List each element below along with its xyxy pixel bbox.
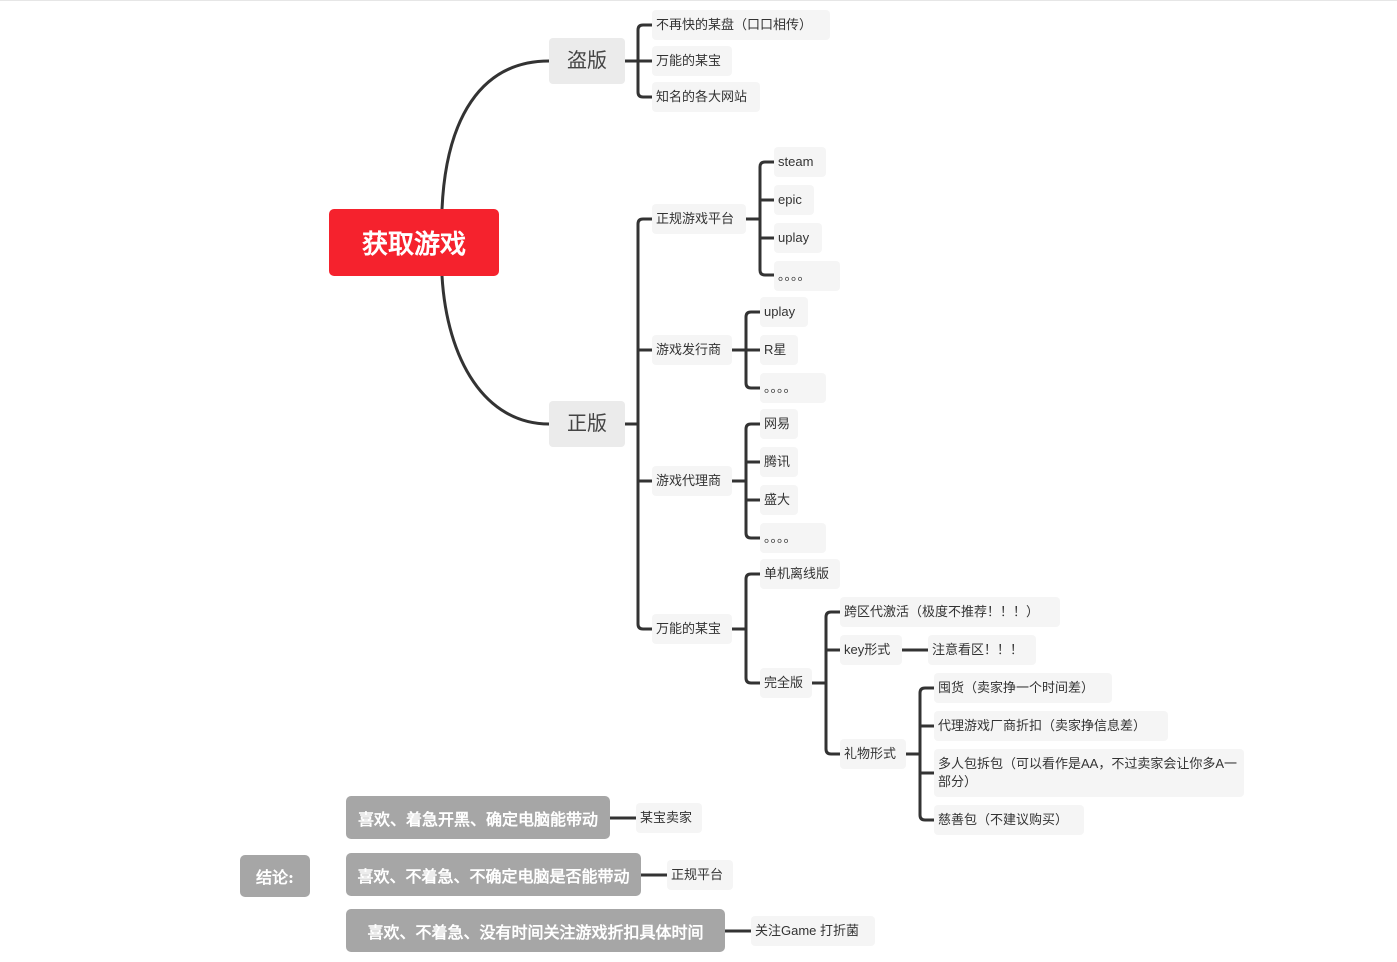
publisher-item[interactable]: uplay: [760, 297, 808, 327]
platform-item[interactable]: uplay: [774, 223, 822, 253]
platform-item[interactable]: steam: [774, 147, 826, 177]
conclusion-result[interactable]: 某宝卖家: [636, 803, 702, 833]
agent-item-more[interactable]: 。。。。: [760, 523, 826, 553]
conclusion-condition[interactable]: 喜欢、不着急、不确定电脑是否能带动: [346, 853, 641, 896]
key-form-note[interactable]: 注意看区！！！: [928, 635, 1036, 665]
gift-item[interactable]: 多人包拆包（可以看作是AA，不过卖家会让你多A一部分）: [934, 749, 1244, 797]
agents-topic[interactable]: 游戏代理商: [652, 466, 732, 496]
conclusion-condition[interactable]: 喜欢、不着急、没有时间关注游戏折扣具体时间: [346, 909, 725, 952]
platform-item-more[interactable]: 。。。。: [774, 261, 840, 291]
taobao-offline[interactable]: 单机离线版: [760, 559, 840, 589]
agent-item[interactable]: 盛大: [760, 485, 798, 515]
piracy-item[interactable]: 万能的某宝: [652, 46, 732, 76]
conclusion-condition[interactable]: 喜欢、着急开黑、确定电脑能带动: [346, 796, 610, 839]
piracy-item[interactable]: 不再快的某盘（口口相传）: [652, 10, 830, 40]
publishers-topic[interactable]: 游戏发行商: [652, 335, 732, 365]
gift-form[interactable]: 礼物形式: [840, 739, 906, 769]
connector-root-piracy: [440, 59, 551, 211]
publisher-item[interactable]: R星: [760, 335, 798, 365]
publisher-item-more[interactable]: 。。。。: [760, 373, 826, 403]
conclusion-result[interactable]: 关注Game 打折菌: [751, 916, 875, 946]
top-border: [0, 0, 1397, 1]
agent-item[interactable]: 网易: [760, 409, 798, 439]
piracy-topic[interactable]: 盗版: [549, 38, 625, 84]
gift-item[interactable]: 囤货（卖家挣一个时间差）: [934, 673, 1112, 703]
conclusion-result[interactable]: 正规平台: [667, 860, 733, 890]
key-form[interactable]: key形式: [840, 635, 902, 665]
conclusion-label[interactable]: 结论:: [240, 855, 310, 897]
gift-item[interactable]: 代理游戏厂商折扣（卖家挣信息差）: [934, 711, 1168, 741]
platform-item[interactable]: epic: [774, 185, 814, 215]
taobao-full[interactable]: 完全版: [760, 668, 812, 698]
piracy-item[interactable]: 知名的各大网站: [652, 82, 760, 112]
agent-item[interactable]: 腾讯: [760, 447, 798, 477]
connector-root-official: [440, 274, 551, 426]
root-topic[interactable]: 获取游戏: [329, 209, 499, 276]
cross-region-activation[interactable]: 跨区代激活（极度不推荐！！！）: [840, 597, 1060, 627]
official-topic[interactable]: 正版: [549, 401, 625, 447]
platforms-topic[interactable]: 正规游戏平台: [652, 204, 746, 234]
gift-item[interactable]: 慈善包（不建议购买）: [934, 805, 1084, 835]
taobao-topic[interactable]: 万能的某宝: [652, 614, 732, 644]
